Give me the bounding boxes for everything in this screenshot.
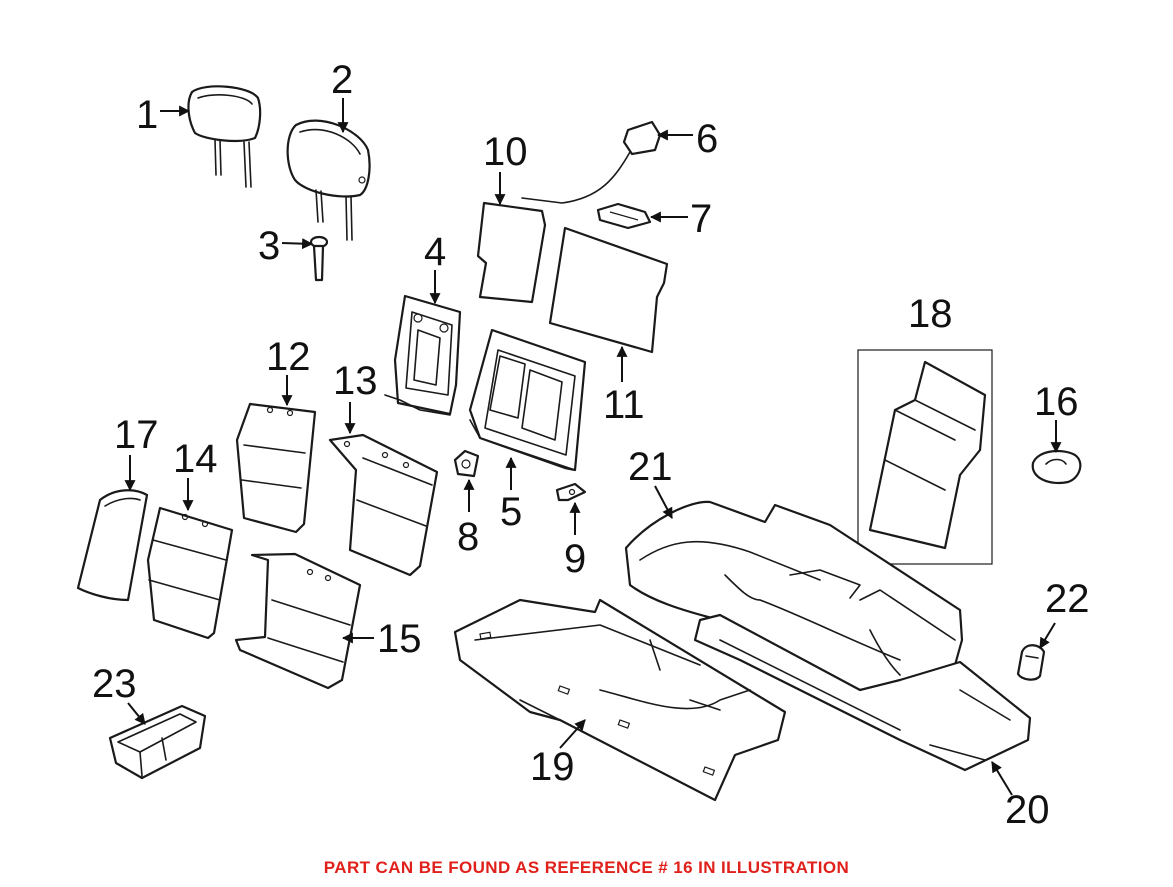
callout-20: 20 [1005, 788, 1050, 832]
part-17-side-bolster [76, 489, 149, 602]
part-5-backrest-frame [468, 328, 587, 472]
part-15-backrest-cover [234, 552, 362, 690]
part-22-cover-cap [1016, 644, 1046, 681]
leader-23 [127, 702, 146, 725]
part-2-headrest [286, 119, 371, 241]
leader-21 [654, 485, 673, 519]
callout-9: 9 [564, 537, 586, 581]
callout-16: 16 [1034, 380, 1079, 424]
callout-17: 17 [114, 413, 159, 457]
leader-20 [991, 761, 1013, 796]
callout-18: 18 [908, 292, 953, 336]
part-13-backrest-cover [328, 433, 439, 577]
callout-1: 1 [136, 93, 158, 137]
callout-15: 15 [377, 617, 422, 661]
part-3-guide-sleeve [309, 235, 329, 282]
callout-12: 12 [266, 335, 311, 379]
callout-3: 3 [258, 224, 280, 268]
part-9-clip [555, 482, 587, 502]
part-20-seat-base [693, 613, 1032, 772]
callout-19: 19 [530, 745, 575, 789]
part-12-backrest-cover [235, 402, 317, 534]
leader-22 [1039, 622, 1056, 649]
part-19-floor-panel [453, 598, 787, 802]
callout-22: 22 [1045, 577, 1090, 621]
part-18-cushion-cover [857, 349, 993, 565]
part-11-trim-panel [548, 226, 669, 354]
part-4-backrest-frame [384, 294, 462, 416]
seat-parts-diagram: 1 2 3 4 5 6 7 8 9 10 11 12 13 14 15 16 1… [76, 58, 1090, 832]
leader-19 [559, 719, 586, 749]
callout-14: 14 [173, 437, 218, 481]
leader-3 [281, 238, 314, 250]
part-1-headrest [187, 85, 262, 188]
part-10-trim-panel [476, 201, 547, 304]
part-14-backrest-cover [146, 506, 234, 640]
part-6-wiring-harness [521, 120, 662, 204]
callout-7: 7 [690, 197, 712, 241]
part-16-grommet [1031, 449, 1082, 485]
callout-4: 4 [424, 230, 446, 274]
part-7-connector [596, 202, 652, 230]
callout-5: 5 [500, 490, 522, 534]
callout-2: 2 [331, 58, 353, 102]
callout-11: 11 [603, 383, 645, 427]
leader-arrows [124, 98, 1062, 796]
part-8-bracket [453, 449, 480, 478]
callout-13: 13 [333, 359, 378, 403]
callout-23: 23 [92, 662, 137, 706]
callout-6: 6 [696, 117, 718, 161]
part-23-storage-tray [108, 704, 207, 780]
callout-10: 10 [483, 130, 528, 174]
callout-21: 21 [628, 445, 673, 489]
reference-note: PART CAN BE FOUND AS REFERENCE # 16 IN I… [323, 858, 850, 877]
callout-8: 8 [457, 515, 479, 559]
